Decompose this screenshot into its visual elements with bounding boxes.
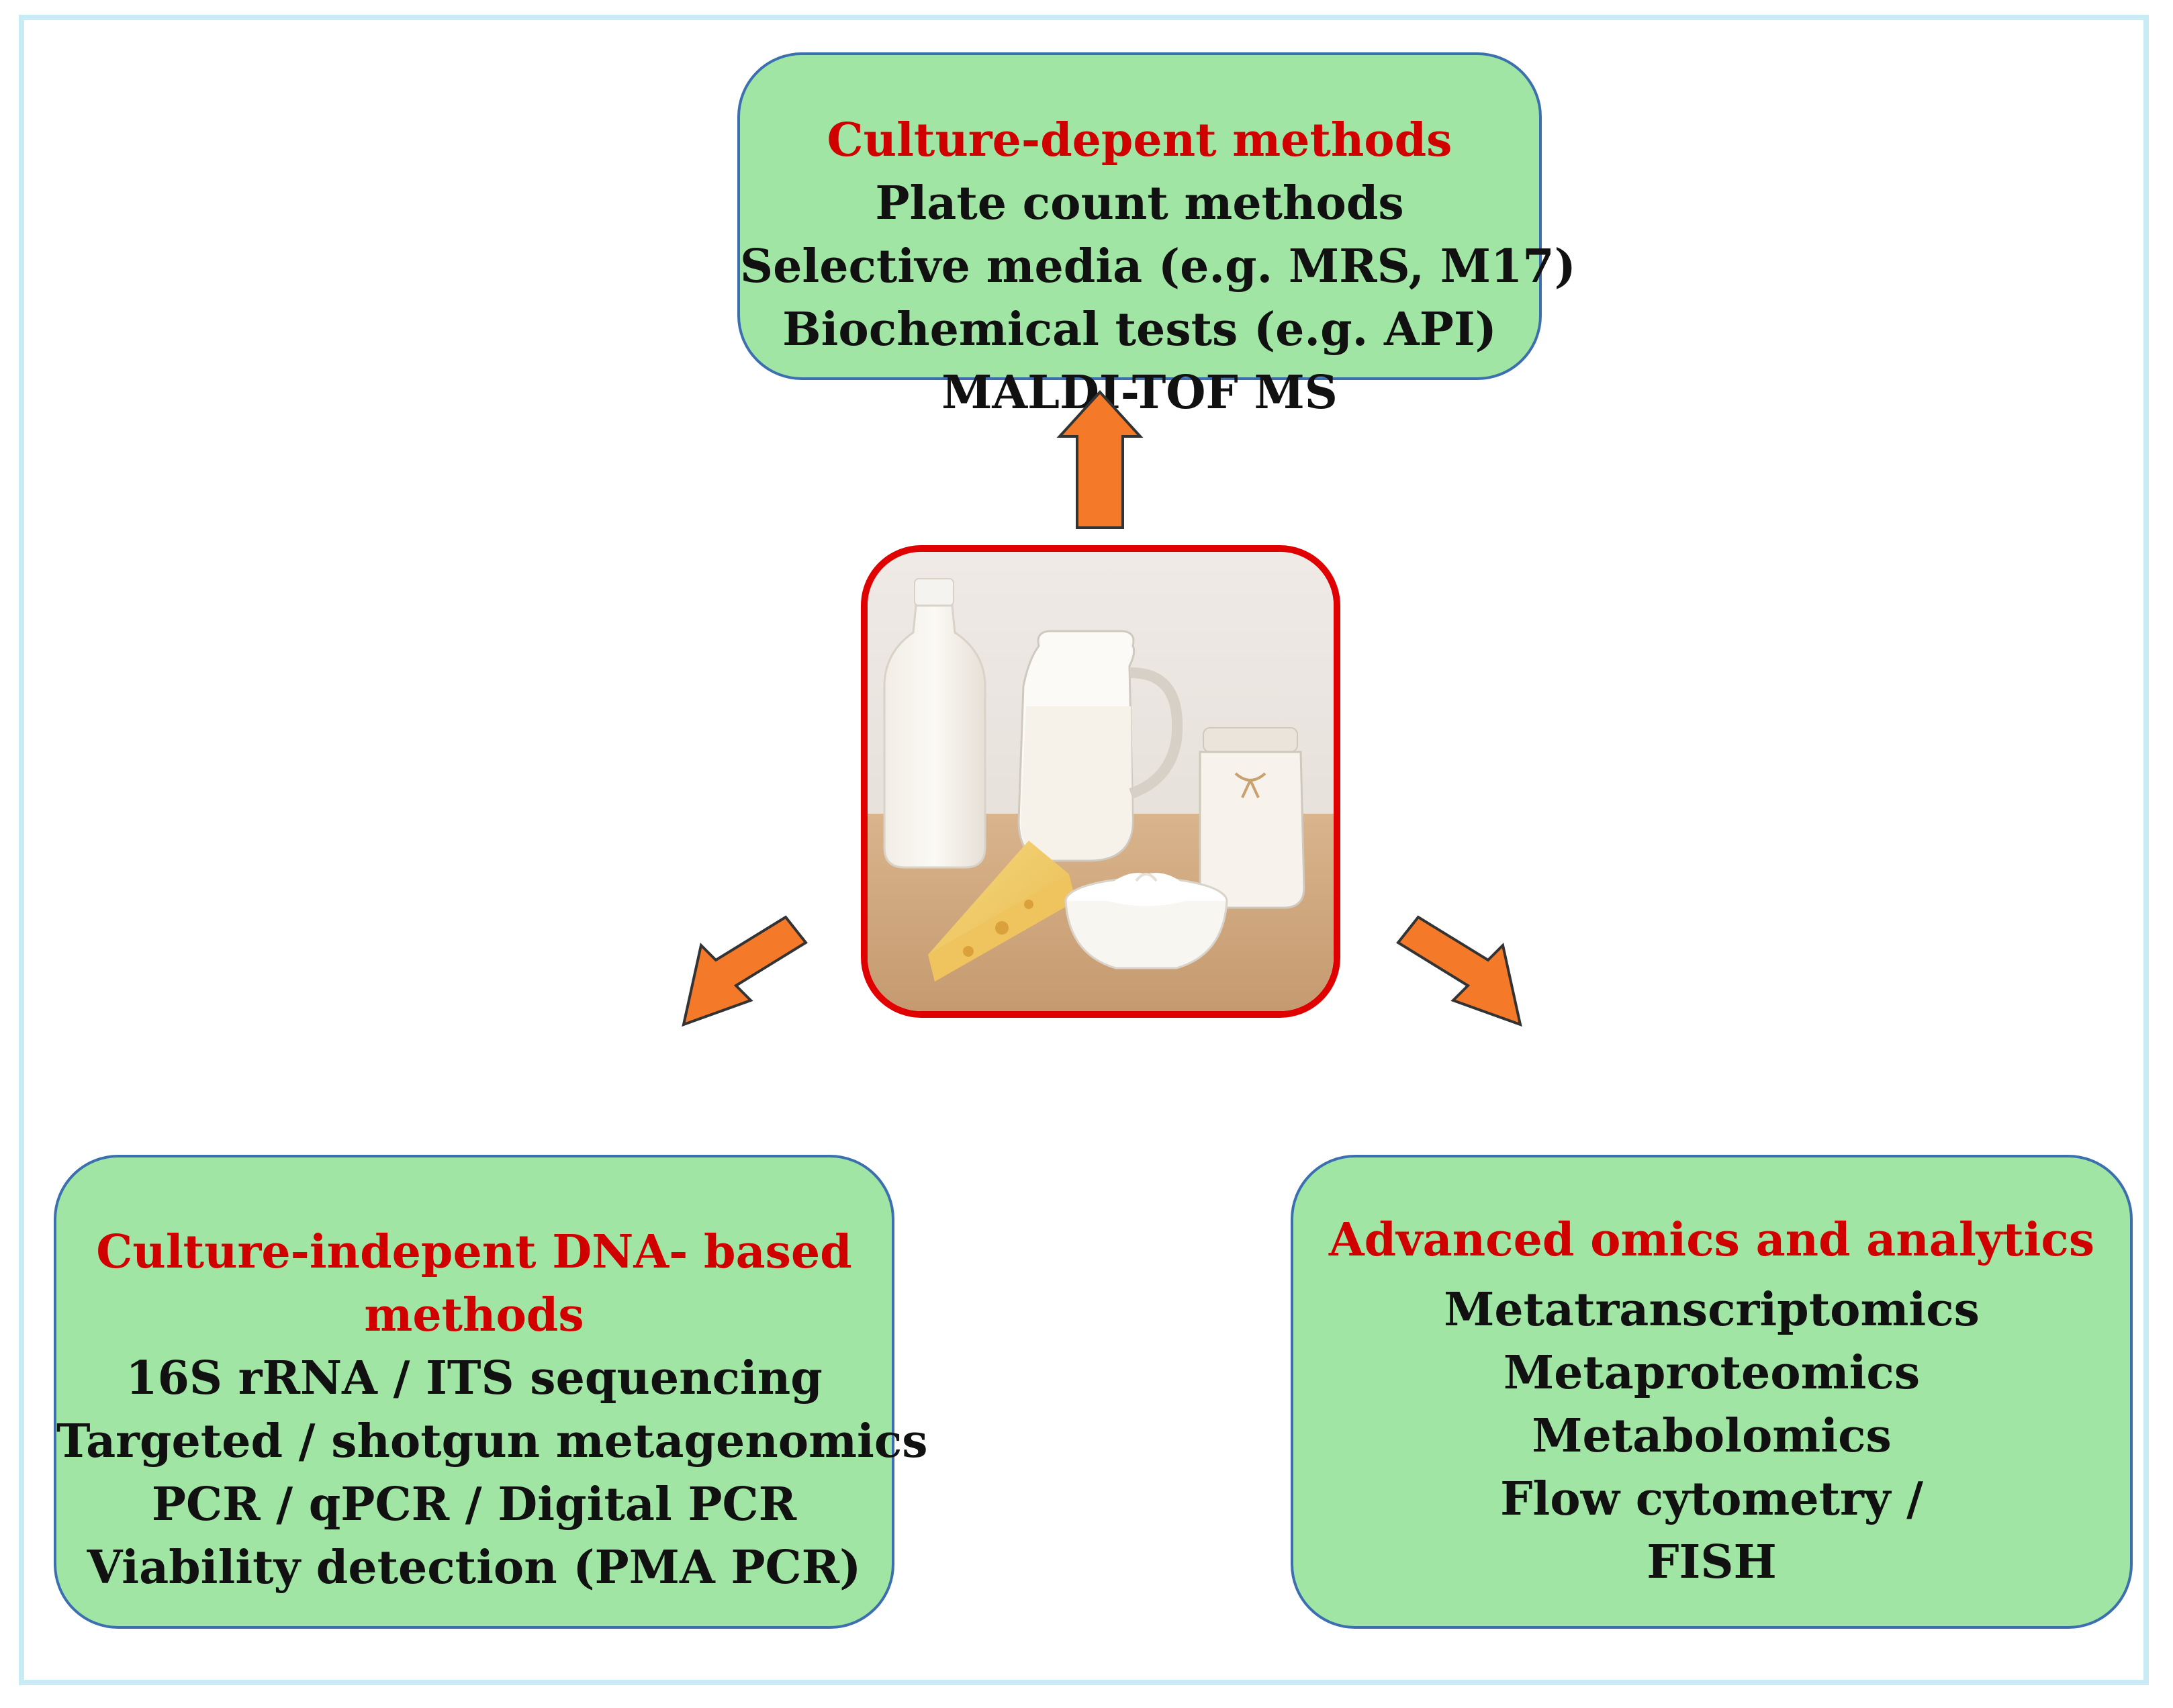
culture-dependent-methods-box: Culture-depent methods Plate count metho… [737, 52, 1576, 420]
box-title: Advanced omics and analytics [1328, 1213, 2095, 1267]
list-item: Viability detection (PMA PCR) [87, 1541, 862, 1595]
list-item: Biochemical tests (e.g. API) [782, 303, 1497, 357]
down-right-arrow-icon [1396, 915, 1522, 1027]
list-item: PCR / qPCR / Digital PCR [151, 1478, 797, 1531]
dairy-illustration [868, 552, 1334, 1011]
list-item: Plate count methods [875, 177, 1404, 230]
list-item: 16S rRNA / ITS sequencing [126, 1351, 823, 1405]
culture-independent-dna-methods-box: Culture-indepent DNA- based methods 16S … [54, 1155, 928, 1629]
box-title-line2: methods [364, 1288, 584, 1342]
list-item: Metatranscriptomics [1444, 1283, 1980, 1337]
list-item: Targeted / shotgun metagenomics [56, 1415, 928, 1468]
advanced-omics-box: Advanced omics and analytics Metatranscr… [1291, 1155, 2133, 1629]
list-item: Selective media (e.g. MRS, M17) [740, 240, 1576, 293]
list-item: MALDI-TOF MS [941, 366, 1338, 420]
down-left-arrow-icon [682, 915, 808, 1027]
dairy-products-image [861, 545, 1340, 1018]
list-item: Metabolomics [1532, 1409, 1892, 1463]
outer-frame [19, 15, 2149, 1685]
list-item: Flow cytometry / [1500, 1472, 1923, 1526]
list-item: Metaproteomics [1503, 1346, 1921, 1400]
box-title: Culture-depent methods [827, 113, 1452, 167]
list-item: FISH [1647, 1535, 1777, 1589]
box-title-line1: Culture-indepent DNA- based [96, 1225, 852, 1279]
up-arrow-icon [1056, 390, 1144, 529]
